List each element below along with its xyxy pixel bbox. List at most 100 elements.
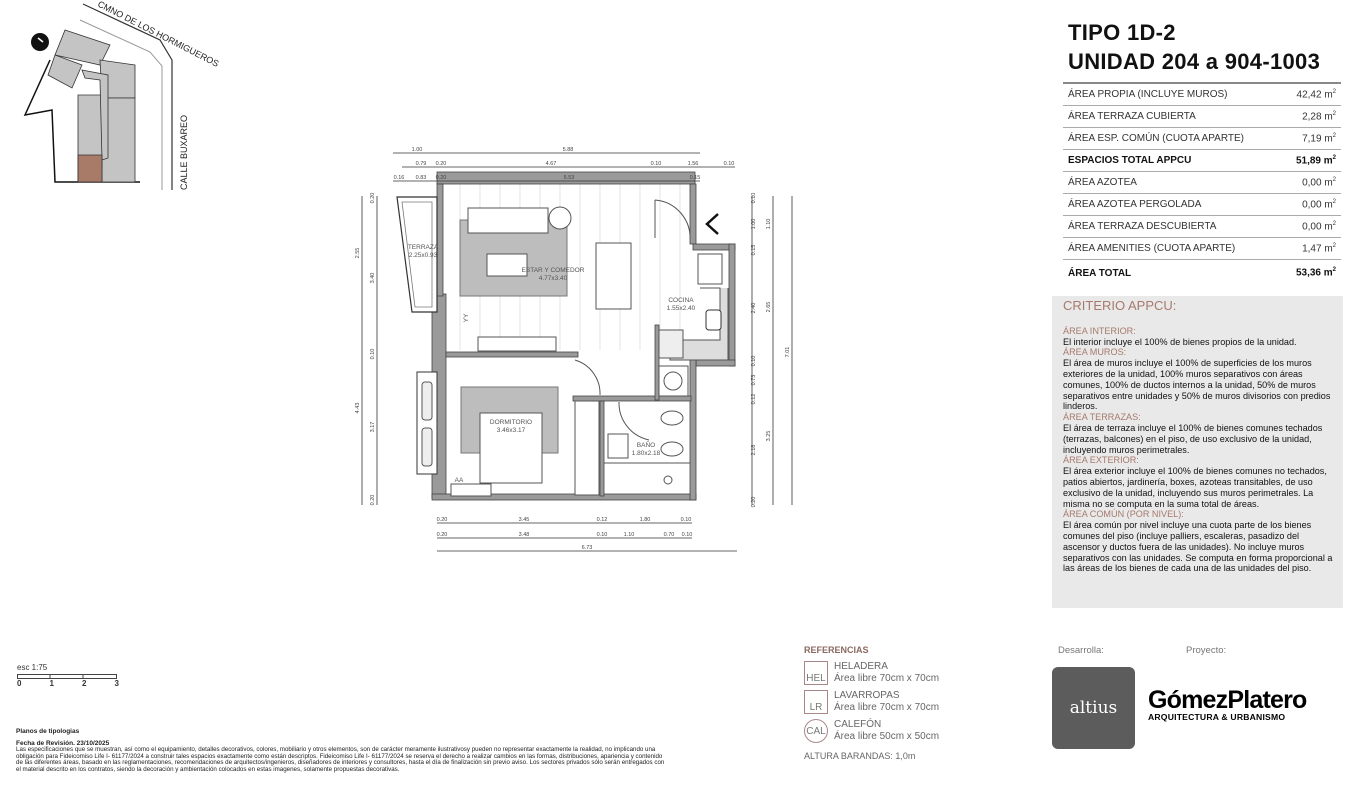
street-label-hormigueros: CMNO DE LOS HORMIGUEROS xyxy=(96,0,220,69)
project-label: Proyecto: xyxy=(1186,645,1227,656)
criterio-body: El área común por nivel incluye una cuot… xyxy=(1063,520,1333,574)
yy-label: YY xyxy=(463,313,470,322)
svg-text:0.10: 0.10 xyxy=(651,161,662,167)
dimensions-top: 1.00 5.88 0.79 0.20 4.67 0.10 1.56 0.10 … xyxy=(394,147,735,181)
dimensions-left: 2.55 4.43 0.20 3.40 0.10 3.17 0.20 xyxy=(355,193,376,506)
svg-text:0.12: 0.12 xyxy=(751,394,757,405)
room-dim-estar: 4.77x3.40 xyxy=(539,275,568,282)
svg-text:0.10: 0.10 xyxy=(751,356,757,367)
svg-text:0.73: 0.73 xyxy=(751,375,757,386)
scale-label: esc 1:75 xyxy=(17,663,48,672)
svg-text:5.53: 5.53 xyxy=(564,175,575,181)
typology-title: TIPO 1D-2 xyxy=(1068,20,1176,45)
svg-text:0.10: 0.10 xyxy=(597,532,608,538)
room-label-estar: ESTAR Y COMEDOR xyxy=(522,267,585,274)
svg-text:5.88: 5.88 xyxy=(563,147,574,153)
floor-plan: TERRAZA 2.25x0.93 ESTAR Y COMEDOR 4.77x3… xyxy=(355,147,793,552)
gomez-platero-logo: GómezPlatero ARQUITECTURA & URBANISMO xyxy=(1148,686,1307,722)
area-row: ÁREA ESP. COMÚN (CUOTA APARTE)7,19 m2 xyxy=(1063,128,1341,150)
svg-text:0.10: 0.10 xyxy=(682,532,693,538)
criterio-heading: ÁREA EXTERIOR: xyxy=(1063,455,1139,466)
svg-text:0.70: 0.70 xyxy=(664,532,675,538)
svg-text:0.20: 0.20 xyxy=(437,532,448,538)
closet xyxy=(574,400,600,496)
svg-text:1.00: 1.00 xyxy=(412,147,423,153)
entry-arrow-icon xyxy=(705,213,719,235)
svg-text:3.48: 3.48 xyxy=(519,532,530,538)
bed xyxy=(479,412,543,484)
svg-text:2.65: 2.65 xyxy=(766,302,772,313)
disclaimer: Planos de tipologias Fecha de Revisión. … xyxy=(16,728,668,774)
area-table: ÁREA PROPIA (INCLUYE MUROS)42,42 m2 ÁREA… xyxy=(1063,82,1341,286)
room-label-dormitorio: DORMITORIO xyxy=(490,419,532,426)
svg-text:1.10: 1.10 xyxy=(624,532,635,538)
criterio-body: El área exterior incluye el 100% de bien… xyxy=(1063,466,1327,509)
criterio-heading: ÁREA INTERIOR: xyxy=(1063,325,1136,336)
svg-text:1.80: 1.80 xyxy=(640,517,651,523)
svg-text:4.67: 4.67 xyxy=(546,161,557,167)
svg-text:2.55: 2.55 xyxy=(355,248,361,259)
developer-label: Desarrolla: xyxy=(1058,645,1104,656)
svg-text:0.12: 0.12 xyxy=(597,517,608,523)
svg-text:1.56: 1.56 xyxy=(688,161,699,167)
street-label-buxareo: CALLE BUXAREO xyxy=(179,115,189,190)
criterio-heading: ÁREA COMÚN (POR NIVEL): xyxy=(1063,509,1184,520)
terrace xyxy=(396,196,438,313)
references-title: REFERENCIAS xyxy=(804,645,869,655)
svg-text:7.01: 7.01 xyxy=(785,347,791,358)
sofa xyxy=(467,207,549,234)
room-label-terraza: TERRAZA xyxy=(408,244,439,251)
svg-text:4.43: 4.43 xyxy=(355,403,361,414)
room-dim-cocina: 1.55x2.40 xyxy=(667,305,696,312)
dimensions-right: 0.10 1.00 0.15 2.40 0.10 0.73 0.12 2.18 … xyxy=(751,193,791,508)
washer-icon: LR xyxy=(804,690,828,714)
heater-icon: CAL xyxy=(804,719,828,743)
svg-text:0.20: 0.20 xyxy=(370,193,376,204)
svg-text:0.79: 0.79 xyxy=(416,161,427,167)
ac-label: AA xyxy=(455,477,464,484)
site-plan: CMNO DE LOS HORMIGUEROS CALLE BUXAREO xyxy=(23,0,220,190)
svg-text:2.18: 2.18 xyxy=(751,445,757,456)
room-dim-bano: 1.80x2.18 xyxy=(632,450,661,457)
room-label-bano: BAÑO xyxy=(637,440,655,449)
svg-text:3.40: 3.40 xyxy=(370,273,376,284)
disclaimer-text: Las especificaciones que se muestran, as… xyxy=(16,746,665,773)
svg-text:0.20: 0.20 xyxy=(370,495,376,506)
dining-table xyxy=(595,242,632,310)
svg-text:2.40: 2.40 xyxy=(751,303,757,314)
railing-height: ALTURA BARANDAS: 1,0m xyxy=(804,751,916,761)
svg-text:0.10: 0.10 xyxy=(681,517,692,523)
svg-text:0.15: 0.15 xyxy=(751,245,757,256)
highlighted-unit xyxy=(77,154,103,183)
svg-text:6.73: 6.73 xyxy=(582,545,593,551)
north-arrow-icon xyxy=(31,33,49,51)
svg-text:1.10: 1.10 xyxy=(766,219,772,230)
criterio-body: El interior incluye el 100% de bienes pr… xyxy=(1063,336,1297,347)
revision-date: Fecha de Revisión. 23/10/2025 xyxy=(16,739,110,747)
svg-text:0.20: 0.20 xyxy=(436,161,447,167)
criterio-body: El área de muros incluye el 100% de supe… xyxy=(1063,358,1331,412)
room-label-cocina: COCINA xyxy=(668,297,694,304)
svg-text:3.25: 3.25 xyxy=(766,431,772,442)
svg-text:0.10: 0.10 xyxy=(724,161,735,167)
altius-logo: altius xyxy=(1052,667,1135,749)
criterio-title: CRITERIO APPCU: xyxy=(1063,298,1177,313)
svg-text:0.16: 0.16 xyxy=(394,175,405,181)
svg-text:0.10: 0.10 xyxy=(370,349,376,360)
svg-text:0.20: 0.20 xyxy=(436,175,447,181)
area-row: ÁREA AMENITIES (CUOTA APARTE)1,47 m2 xyxy=(1063,238,1341,260)
area-row: ÁREA PROPIA (INCLUYE MUROS)42,42 m2 xyxy=(1063,84,1341,106)
svg-text:3.17: 3.17 xyxy=(370,422,376,433)
criterio-body: El área de terraza incluye el 100% de bi… xyxy=(1063,422,1323,455)
room-dim-terraza: 2.25x0.93 xyxy=(409,252,438,259)
svg-text:0.20: 0.20 xyxy=(751,497,757,508)
